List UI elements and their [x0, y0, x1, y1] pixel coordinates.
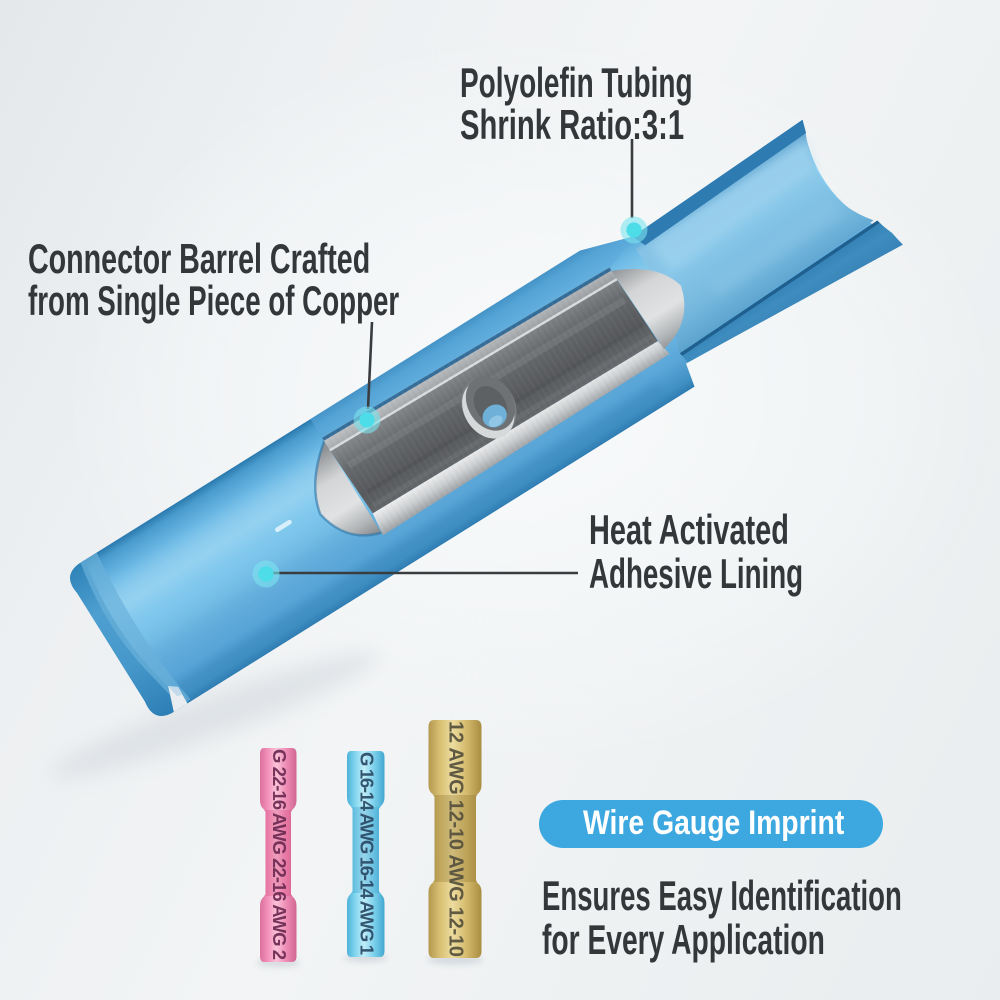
svg-text:G 22-16 AWG 22-16 AWG 2: G 22-16 AWG 22-16 AWG 2: [269, 749, 290, 960]
svg-text:12 AWG 12-10 AWG 12-10: 12 AWG 12-10 AWG 12-10: [445, 721, 467, 957]
svg-text:G 16-14 AWG 16-14 AWG 1: G 16-14 AWG 16-14 AWG 1: [357, 752, 378, 955]
